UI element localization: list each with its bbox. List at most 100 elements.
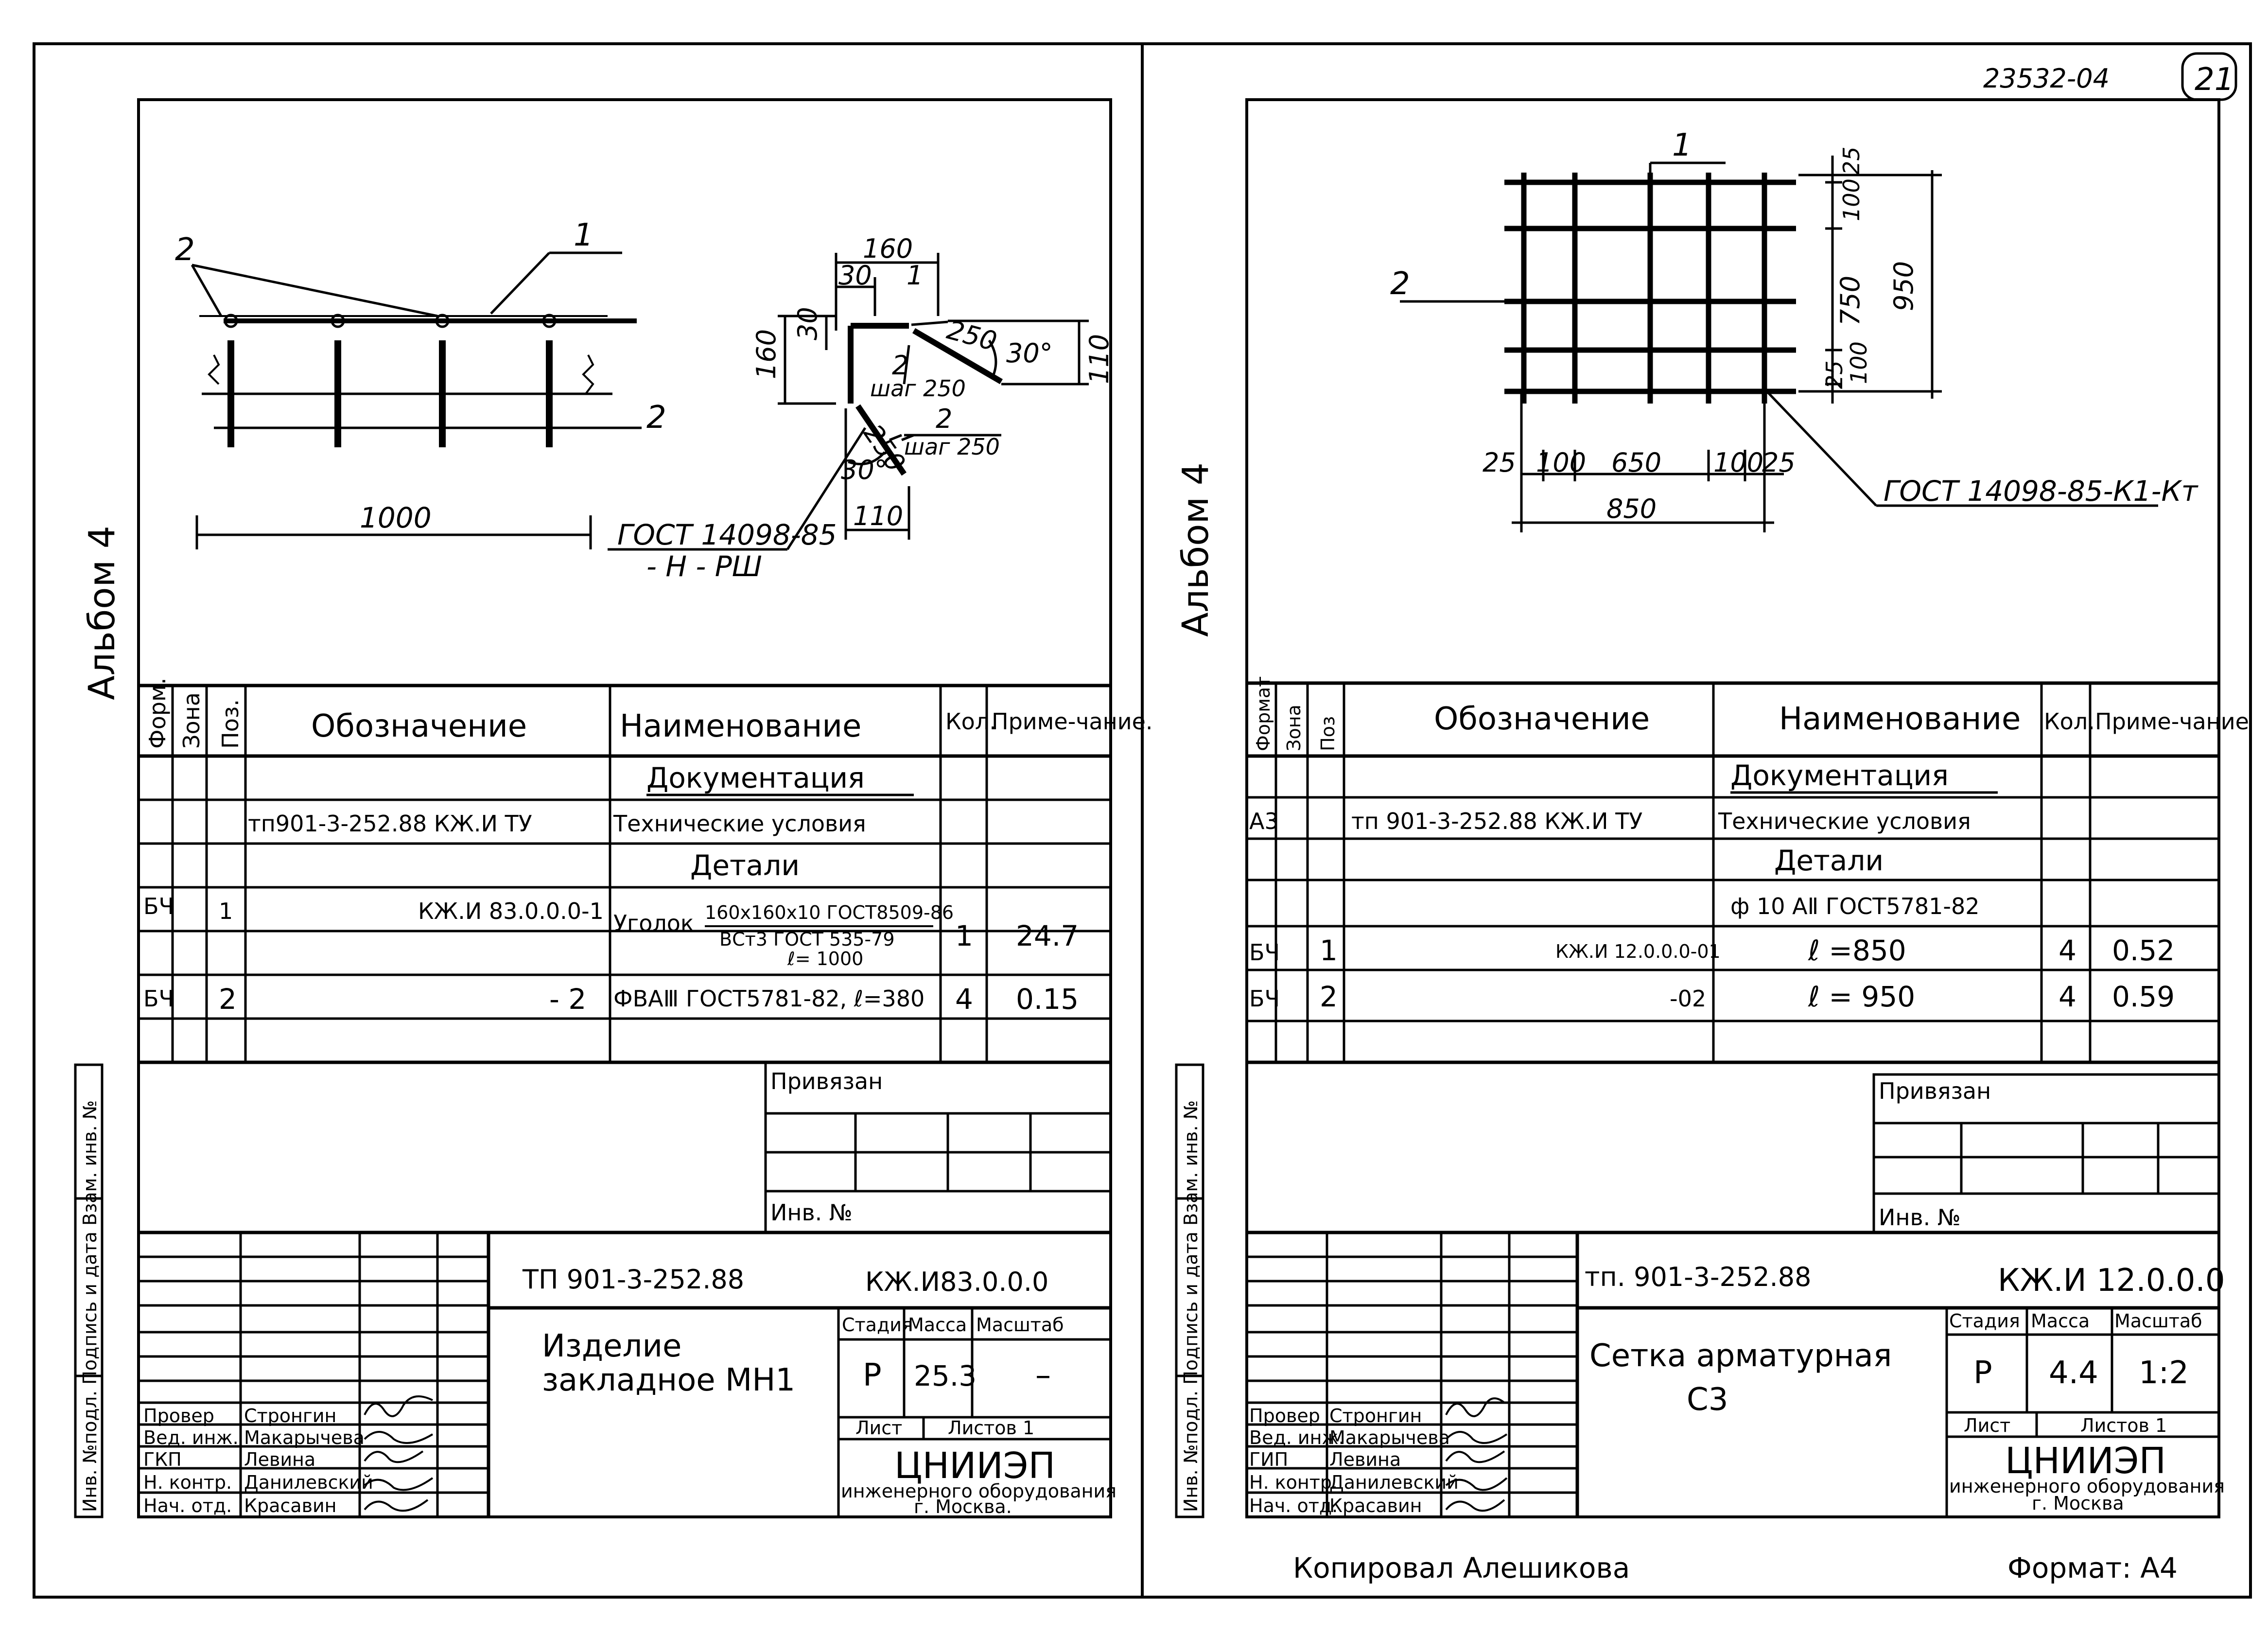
left-row2-note: 0.15 [1016,983,1079,1016]
left-row1-frac-top: 160x160x10 ГОСТ8509-86 [705,902,954,923]
right-section-doc: Документация [1730,759,1949,792]
left-section-parts: Детали [690,849,800,882]
left-stage-label: Стадия [842,1314,913,1336]
right-side-stamp [1175,1063,1204,1518]
right-name-2: Левина [1329,1449,1401,1470]
right-role-3: Н. контр. [1249,1472,1338,1493]
left-name-3: Данилевский [244,1472,373,1493]
left-dim-30-side: 30 [792,307,823,340]
left-role-0: Провер [143,1405,214,1426]
left-row1-pos: 1 [219,898,233,924]
right-dim-h-25b: 25 [1762,447,1796,478]
right-head-zone: Зона [1283,704,1305,751]
right-org-name: ЦНИИЭП [2005,1440,2166,1482]
right-inv-label: Инв. № [1879,1204,1961,1231]
right-spec-table [1247,681,2219,1064]
footer-copied-by: Копировал Алешикова [1293,1551,1630,1584]
left-dim-pos1-small: 1 [907,260,923,291]
page-number: 21 [2195,62,2234,98]
right-section-parts: Детали [1774,844,1884,877]
left-angle-b: 30° [841,455,888,485]
left-head-zone: Зона [178,692,205,749]
left-role-2: ГКП [143,1449,182,1470]
right-row2-note: 0.59 [2112,980,2175,1013]
left-row-tu-name: Технические условия [613,810,866,837]
left-head-note: Приме-чание. [992,708,1153,735]
left-dim-110-a: 110 [1084,334,1115,384]
left-dim-30-top: 30 [838,260,872,291]
left-dim-110-b: 110 [853,501,903,531]
left-pos2-step2: шаг 250 [904,434,1000,460]
left-pos2-step1: шаг 250 [870,375,966,402]
right-dim-h-25a: 25 [1483,447,1516,478]
left-privyazan-label: Привязан [770,1068,883,1094]
right-row1-format: БЧ [1249,939,1280,966]
right-privyazan-label: Привязан [1879,1078,1991,1104]
left-inner-frame [137,98,1112,1518]
right-row2-name: ℓ = 950 [1808,980,1915,1013]
right-row-tu-designation: тп 901-3-252.88 КЖ.И ТУ [1351,808,1642,834]
left-head-name: Наименование [620,708,861,744]
right-title-block [1247,1231,2219,1517]
right-mesh-drawing [1400,156,2158,532]
left-role-3: Н. контр. [143,1472,232,1493]
left-angle-section [608,253,1089,551]
left-row1-frac-bottom: ВСт3 ГОСТ 535-79 [719,929,895,950]
left-pos1-label: 1 [574,217,593,253]
right-pos1-label: 1 [1672,127,1692,163]
right-head-pos: Поз [1317,716,1339,751]
left-name-1: Макарычева [244,1427,365,1448]
right-subsection: ф 10 АⅡ ГОСТ5781-82 [1730,893,1980,919]
right-row1-note: 0.52 [2112,934,2175,967]
left-name-0: Стронгин [244,1405,336,1426]
left-row-tu-designation: тп901-3-252.88 КЖ.И ТУ [248,810,532,837]
left-project-code: ТП 901-3-252.88 [522,1264,744,1295]
left-row1-qty: 1 [955,919,973,952]
left-scale: – [1035,1357,1051,1393]
left-row1-designation: КЖ.И 83.0.0.0-1 [418,898,604,924]
left-org-name: ЦНИИЭП [894,1445,1055,1487]
right-row1-name: ℓ =850 [1808,934,1906,967]
right-head-qty: Кол. [2044,708,2095,735]
right-row2-pos: 2 [1320,980,1338,1013]
right-drawing-code: КЖ.И 12.0.0.0 [1998,1263,2225,1299]
right-role-1: Вед. инж. [1249,1427,1344,1448]
right-name-3: Данилевский [1329,1472,1459,1493]
right-row1-qty: 4 [2059,934,2076,967]
right-head-name: Наименование [1779,701,2021,737]
right-title-line2: С3 [1687,1382,1728,1418]
left-head-qty: Кол. [945,708,996,735]
right-pos2-label: 2 [1390,266,1410,302]
left-row2-pos: 2 [219,983,237,1016]
left-dim-1000: 1000 [360,501,432,534]
right-title-line1: Сетка арматурная [1589,1338,1892,1374]
right-role-0: Провер [1249,1405,1320,1426]
left-row1-name: Уголок [613,910,694,936]
left-head-pos: Поз. [217,699,244,749]
right-dim-950: 950 [1888,261,1919,311]
right-row2-qty: 4 [2059,980,2076,1013]
left-signatures [364,1395,434,1512]
left-row2-qty: 4 [955,983,973,1016]
left-role-4: Нач. отд. [143,1495,232,1516]
right-name-1: Макарычева [1329,1427,1450,1448]
right-dim-25-top: 25 [1838,146,1865,175]
right-name-0: Стронгин [1329,1405,1422,1426]
left-spec-table [139,684,1111,1064]
left-pos2a-label: 2 [175,232,195,268]
right-dim-750: 750 [1835,276,1866,326]
left-org-line2: инженерного оборудования [841,1480,1117,1502]
left-row1-note: 24.7 [1016,919,1079,952]
right-head-format: Формат [1253,676,1274,751]
left-sheet-label: Лист [855,1417,902,1439]
left-head-designation: Обозначение [311,708,527,744]
left-title-line1: Изделие [542,1328,681,1364]
right-head-designation: Обозначение [1434,701,1650,737]
left-stage: Р [863,1357,882,1393]
right-role-2: ГИП [1249,1449,1288,1470]
left-mass: 25.3 [914,1359,977,1392]
right-row1-pos: 1 [1320,934,1338,967]
right-album-label: Альбом 4 [1175,462,1217,637]
left-mass-label: Масса [908,1314,967,1336]
right-sheets-label: Листов 1 [2080,1415,2167,1436]
